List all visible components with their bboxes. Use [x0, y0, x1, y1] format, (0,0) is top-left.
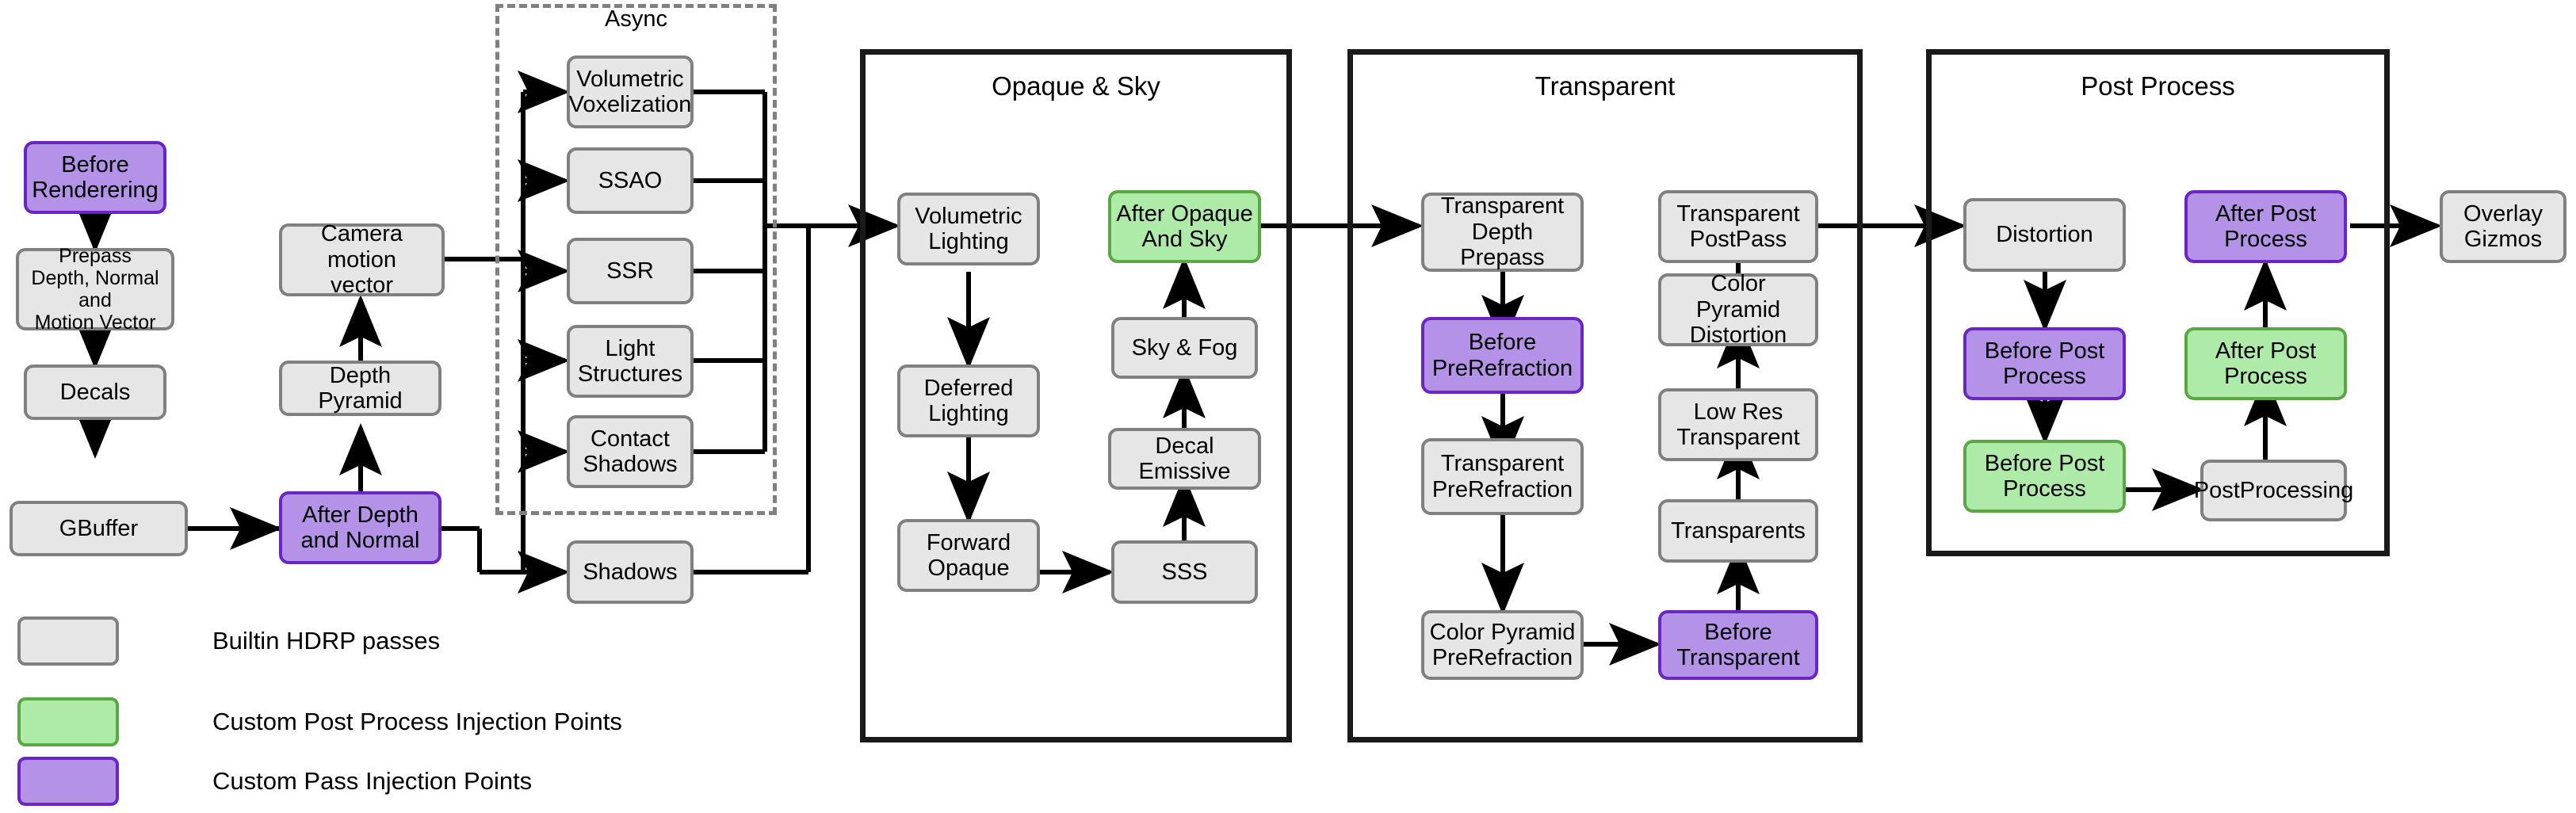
- group-async: [495, 4, 777, 515]
- node-color-pyramid-prerefraction[interactable]: Color Pyramid PreRefraction: [1421, 610, 1584, 680]
- node-low-res-transparent[interactable]: Low Res Transparent: [1658, 388, 1818, 461]
- node-forward-opaque[interactable]: Forward Opaque: [897, 519, 1040, 592]
- node-sky-and-fog[interactable]: Sky & Fog: [1111, 317, 1258, 379]
- node-color-pyramid-distortion[interactable]: Color Pyramid Distortion: [1658, 271, 1818, 348]
- node-volumetric-lighting[interactable]: Volumetric Lighting: [897, 193, 1040, 265]
- node-before-transparent[interactable]: Before Transparent: [1658, 610, 1818, 680]
- node-ssao[interactable]: SSAO: [567, 147, 694, 214]
- node-decal-emissive[interactable]: Decal Emissive: [1108, 428, 1261, 490]
- legend-label-custom-post-process: Custom Post Process Injection Points: [212, 708, 622, 735]
- legend-swatch-custom-pass: [17, 757, 119, 806]
- group-opaque-sky-title: Opaque & Sky: [992, 71, 1160, 101]
- node-transparent-depth-prepass[interactable]: Transparent Depth Prepass: [1421, 193, 1584, 272]
- group-post-process: [1926, 49, 2390, 556]
- group-transparent-title: Transparent: [1535, 71, 1676, 101]
- node-shadows[interactable]: Shadows: [567, 540, 694, 604]
- node-distortion[interactable]: Distortion: [1963, 198, 2126, 272]
- node-gbuffer[interactable]: GBuffer: [10, 501, 188, 556]
- node-before-post-process-pass[interactable]: Before Post Process: [1963, 327, 2126, 400]
- node-ssr[interactable]: SSR: [567, 238, 694, 304]
- node-transparent-prerefraction[interactable]: Transparent PreRefraction: [1421, 438, 1584, 515]
- node-before-prerefraction[interactable]: Before PreRefraction: [1421, 317, 1584, 394]
- node-postprocessing[interactable]: PostProcessing: [2194, 460, 2353, 521]
- node-depth-pyramid[interactable]: Depth Pyramid: [279, 361, 441, 416]
- legend-label-custom-pass: Custom Pass Injection Points: [212, 767, 533, 795]
- group-async-title: Async: [605, 6, 667, 32]
- legend-swatch-builtin: [17, 616, 119, 666]
- node-volumetric-voxelization[interactable]: Volumetric Voxelization: [567, 55, 694, 128]
- node-contact-shadows[interactable]: Contact Shadows: [567, 415, 694, 488]
- group-transparent: [1347, 49, 1863, 742]
- node-decals[interactable]: Decals: [24, 365, 166, 420]
- node-light-structures[interactable]: Light Structures: [567, 325, 694, 398]
- legend-swatch-custom-post-process: [17, 697, 119, 746]
- node-after-depth-and-normal[interactable]: After Depth and Normal: [279, 491, 441, 564]
- node-deferred-lighting[interactable]: Deferred Lighting: [897, 365, 1040, 437]
- node-after-post-process-pass[interactable]: After Post Process: [2184, 190, 2347, 263]
- node-camera-motion-vector[interactable]: Camera motion vector: [279, 221, 445, 298]
- node-before-post-process-pp[interactable]: Before Post Process: [1963, 440, 2126, 513]
- node-sss[interactable]: SSS: [1111, 540, 1258, 604]
- node-prepass[interactable]: Prepass Depth, Normal and Motion Vector: [16, 245, 174, 334]
- node-before-rendering[interactable]: Before Renderering: [24, 141, 166, 214]
- group-post-process-title: Post Process: [2081, 71, 2235, 101]
- node-after-opaque-and-sky[interactable]: After Opaque And Sky: [1108, 190, 1261, 263]
- legend-label-builtin: Builtin HDRP passes: [212, 627, 441, 655]
- node-overlay-gizmos[interactable]: Overlay Gizmos: [2440, 190, 2566, 263]
- node-transparents[interactable]: Transparents: [1658, 499, 1818, 563]
- group-opaque-sky: [860, 49, 1292, 742]
- node-transparent-postpass[interactable]: Transparent PostPass: [1658, 190, 1818, 263]
- node-after-post-process-pp[interactable]: After Post Process: [2184, 327, 2347, 400]
